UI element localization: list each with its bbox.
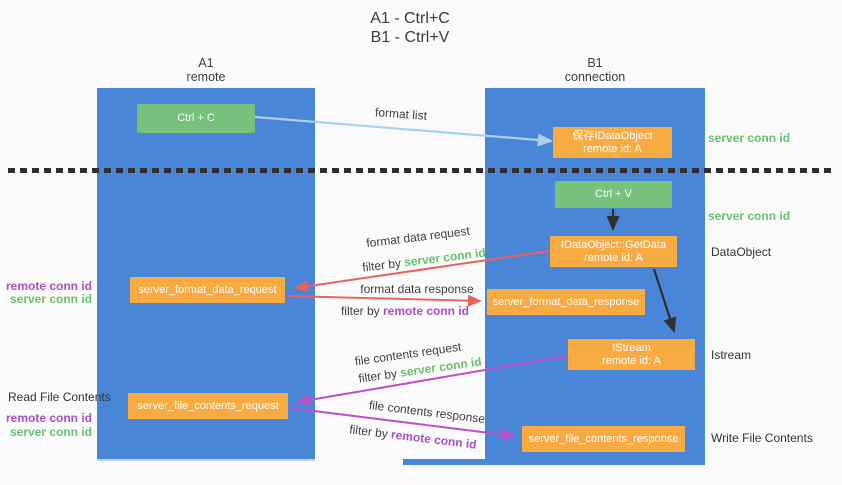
node-format-request-label: server_format_data_request	[138, 283, 277, 296]
format-data-response-arrow	[287, 294, 482, 307]
side-label-dataobject: DataObject	[711, 245, 772, 259]
remote-conn-id-text: remote conn id	[383, 304, 470, 318]
filter-by-text: filter by	[357, 365, 402, 386]
side-label-remote-conn-id-bottom: remote conn id	[5, 411, 92, 425]
bottom-blue-strip	[403, 459, 705, 465]
lane-header-a1: A1 remote	[97, 56, 315, 84]
node-save-idataobject-line1: 保存IDataObject	[572, 129, 653, 142]
node-server-format-data-response: server_format_data_response	[487, 289, 645, 315]
flow-label-filter-remote-conn-1: filter by remote conn id	[335, 304, 475, 318]
lane-header-b1: B1 connection	[485, 56, 705, 84]
node-getdata-line1: IDataObject::GetData	[560, 238, 667, 251]
node-ctrl-c-label: Ctrl + C	[177, 112, 215, 124]
node-istream-line2: remote id: A	[602, 354, 661, 367]
filter-by-text: filter by	[340, 304, 383, 318]
side-label-write-file-contents: Write File Contents	[711, 431, 813, 445]
side-label-server-conn-id-left-top: server conn id	[9, 292, 92, 306]
lane-b1-name: B1	[587, 56, 603, 70]
side-label-istream: Istream	[711, 348, 752, 362]
lane-a1-name: A1	[198, 56, 214, 70]
node-ctrl-c: Ctrl + C	[137, 104, 255, 133]
title-line-2: B1 - Ctrl+V	[370, 29, 450, 46]
node-format-response-label: server_format_data_response	[492, 295, 640, 308]
side-label-server-conn-id-left-bottom: server conn id	[9, 425, 92, 439]
flow-label-format-list: format list	[374, 105, 428, 123]
node-file-request-label: server_file_contents_request	[137, 399, 279, 412]
filter-by-text: filter by	[361, 255, 405, 275]
side-label-remote-conn-id-top: remote conn id	[5, 279, 92, 293]
flow-label-file-contents-response: file contents response	[368, 397, 486, 427]
lane-a1-role: remote	[186, 70, 226, 84]
node-ctrl-v-label: Ctrl + V	[595, 188, 632, 200]
side-label-server-conn-id-mid: server conn id	[708, 209, 791, 223]
filter-by-text: filter by	[348, 422, 393, 442]
node-server-format-data-request: server_format_data_request	[130, 277, 285, 303]
node-save-idataobject: 保存IDataObject remote id: A	[553, 127, 672, 158]
node-server-file-contents-response: server_file_contents_response	[522, 426, 685, 452]
side-label-server-conn-id-top: server conn id	[708, 131, 791, 145]
server-conn-id-text: server conn id	[403, 245, 487, 270]
title-line-1: A1 - Ctrl+C	[370, 10, 450, 27]
lane-b1-role: connection	[564, 70, 626, 84]
diagram-title: A1 - Ctrl+C B1 - Ctrl+V	[0, 9, 820, 47]
node-save-idataobject-line2: remote id: A	[583, 142, 642, 155]
node-istream-line1: IStream	[612, 341, 651, 354]
flow-label-format-data-response: format data response	[360, 282, 474, 296]
node-idataobject-getdata: IDataObject::GetData remote id: A	[550, 236, 677, 267]
flow-label-filter-remote-conn-2: filter by remote conn id	[343, 422, 484, 453]
remote-conn-id-text: remote conn id	[390, 427, 478, 452]
node-server-file-contents-request: server_file_contents_request	[128, 393, 288, 419]
side-label-read-file-contents: Read File Contents	[8, 390, 111, 404]
session-separator-dashed-line	[8, 168, 836, 173]
node-istream: IStream remote id: A	[568, 339, 695, 370]
node-file-response-label: server_file_contents_response	[528, 432, 679, 445]
node-getdata-line2: remote id: A	[584, 251, 643, 264]
node-ctrl-v: Ctrl + V	[555, 181, 672, 208]
